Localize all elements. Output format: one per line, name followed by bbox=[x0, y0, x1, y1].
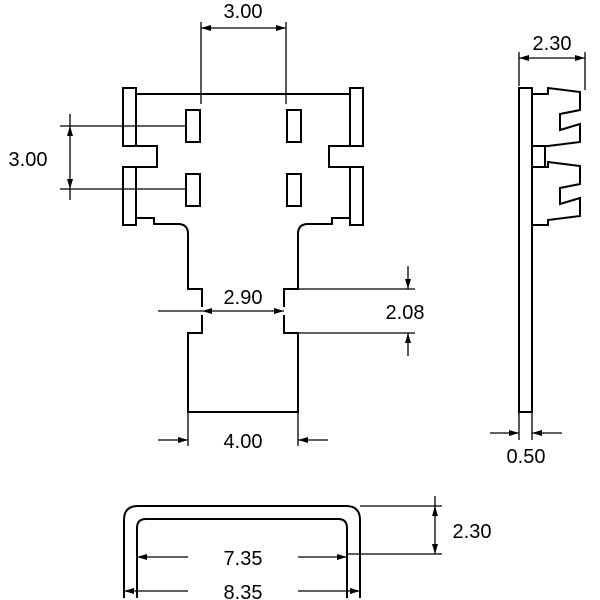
dimension-lead-width: 4.00 bbox=[158, 412, 328, 453]
dimension-label-lead-width: 4.00 bbox=[224, 431, 263, 453]
side-view bbox=[518, 86, 581, 413]
side-fingers-outline bbox=[531, 86, 581, 226]
side-plate bbox=[518, 87, 533, 413]
dimension-top-pitch: 3.00 bbox=[200, 1, 287, 104]
dimension-side-height: 2.30 bbox=[518, 33, 586, 90]
dimension-label-bottom-height: 2.30 bbox=[453, 521, 492, 543]
right-tab-upper bbox=[349, 87, 364, 147]
dimension-label-bottom-outer-width: 8.35 bbox=[224, 582, 263, 600]
bottom-outer-outline bbox=[123, 505, 361, 598]
dimension-left-pitch: 3.00 bbox=[9, 114, 185, 200]
front-body-outline bbox=[136, 93, 350, 307]
dimension-label-neck-height: 2.08 bbox=[386, 302, 425, 324]
dimension-bottom-height: 2.30 bbox=[347, 496, 492, 555]
left-tab-lower bbox=[122, 166, 137, 226]
right-tab-lower bbox=[349, 166, 364, 226]
dimension-label-neck-width: 2.90 bbox=[224, 287, 263, 309]
dimension-label-top-pitch: 3.00 bbox=[224, 1, 263, 23]
dimension-bottom-inner-width: 7.35 bbox=[137, 548, 347, 570]
dimension-label-side-thickness: 0.50 bbox=[507, 446, 546, 468]
dimension-bottom-outer-width: 8.35 bbox=[124, 582, 360, 600]
front-lead-outline bbox=[187, 315, 299, 413]
dimension-label-left-pitch: 3.00 bbox=[9, 149, 48, 171]
bottom-inner-outline bbox=[136, 518, 348, 598]
slot-lower-left bbox=[185, 173, 201, 207]
front-view bbox=[122, 87, 364, 413]
slot-upper-left bbox=[185, 109, 201, 143]
slot-lower-right bbox=[286, 173, 302, 207]
dimension-label-bottom-inner-width: 7.35 bbox=[224, 548, 263, 570]
dimension-neck-height: 2.08 bbox=[290, 266, 424, 356]
dimension-side-thickness: 0.50 bbox=[490, 412, 562, 468]
slot-upper-right bbox=[286, 109, 302, 143]
bottom-view bbox=[123, 505, 361, 598]
dimension-neck-width: 2.90 bbox=[158, 287, 284, 314]
left-tab-upper bbox=[122, 87, 137, 147]
dimension-label-side-height: 2.30 bbox=[533, 33, 572, 55]
